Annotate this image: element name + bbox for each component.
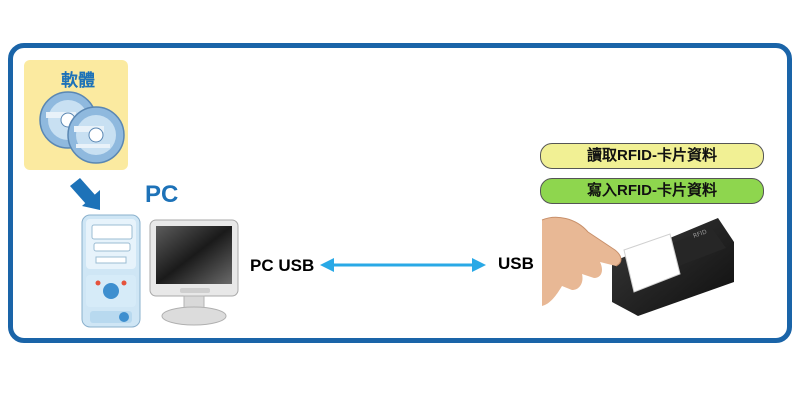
svg-text:RFID: RFID [692, 228, 708, 239]
pc-tower-icon [81, 214, 141, 328]
pc-usb-label: PC USB [250, 256, 315, 275]
write-rfid-card-button[interactable]: 寫入RFID-卡片資料 [540, 178, 764, 204]
software-label: 軟體 [61, 71, 95, 91]
software-cd-icon [39, 91, 125, 164]
usb-connection-arrow [320, 258, 486, 272]
rfid-reader-icon: RFID [541, 216, 734, 316]
install-arrow-icon [70, 178, 100, 210]
reader-usb-label: USB [498, 254, 534, 273]
read-rfid-card-button[interactable]: 讀取RFID-卡片資料 [540, 143, 764, 169]
monitor-icon [149, 219, 239, 326]
pc-label: PC [145, 181, 179, 208]
